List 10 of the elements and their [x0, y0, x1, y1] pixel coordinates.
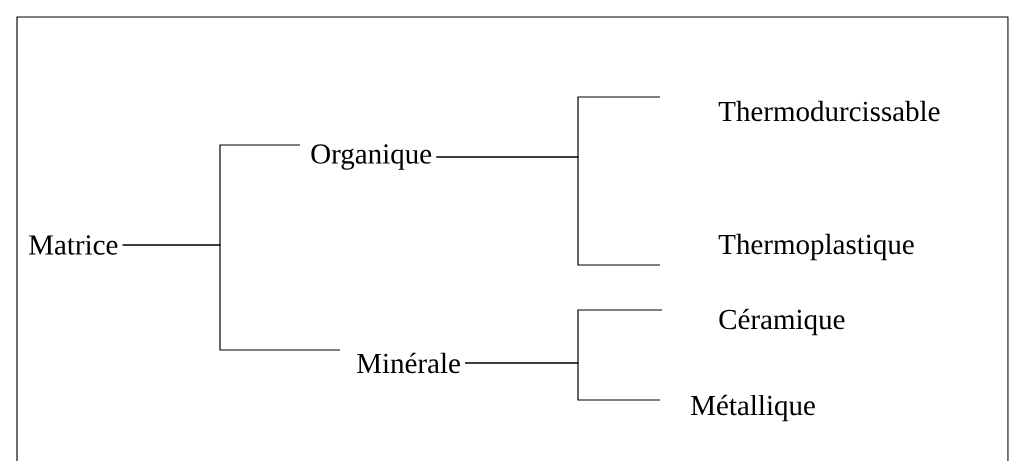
node-label: Minérale: [357, 352, 460, 374]
connector-line: [122, 244, 341, 351]
node-label: Thermodurcissable: [718, 100, 940, 122]
node-label: Matrice: [29, 235, 118, 255]
node-label: Thermoplastique: [718, 233, 914, 261]
node-label: Métallique: [691, 394, 815, 422]
connector-line: [435, 156, 661, 266]
connector-line: [464, 362, 661, 401]
node-label: Organique: [311, 144, 432, 170]
node-label: Céramique: [719, 308, 845, 336]
